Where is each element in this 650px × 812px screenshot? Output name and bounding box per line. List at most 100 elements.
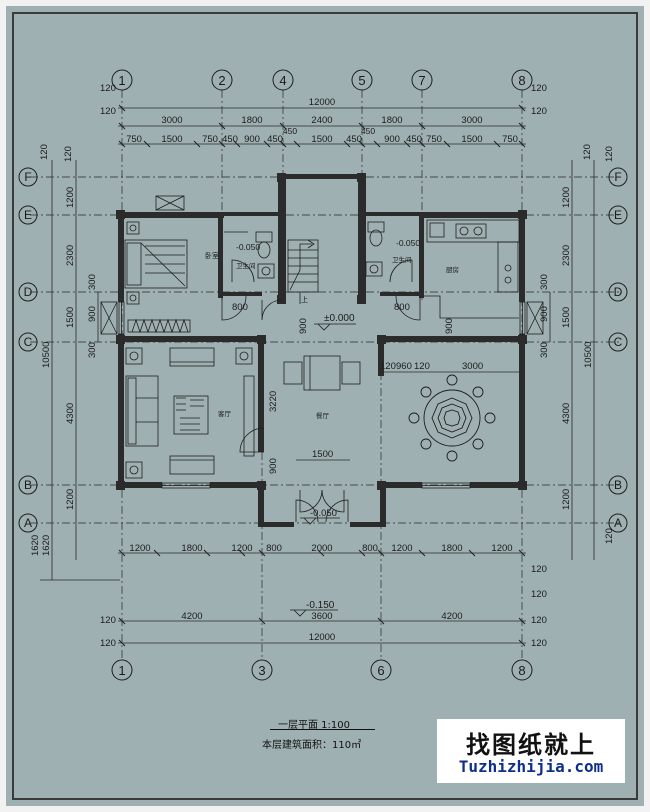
dim-text: 4300 [65,403,76,424]
axis-label-right: B [614,478,622,492]
dim-text: 1500 [311,134,332,145]
dining-table [408,374,496,462]
axis-label-bottom: 6 [377,663,384,678]
axis-label-left: A [24,516,32,530]
right-dimension-lines [549,160,595,560]
dim-text: 1800 [181,543,202,554]
level-label: -0.050 [396,238,420,248]
dim-text: 450 [267,134,283,145]
axis-label-left: F [24,170,31,184]
plan-title: 一层平面 1:100 [278,720,350,731]
dim-text: 450 [361,126,375,136]
dim-text: 900 [444,318,455,334]
bottom-dimension-text: 1200 1800 1200 800 2000 800 1200 1800 12… [100,543,547,649]
dim-text: 1620 [30,535,41,556]
dim-text: 1800 [241,115,262,126]
dim-text: 1200 [561,187,572,208]
entry-doors [299,489,345,525]
dim-text: 1500 [161,134,182,145]
walls [116,173,527,527]
dim-text: 120 [380,361,396,372]
axis-label-top: 4 [279,73,286,88]
dim-text: 900 [384,134,400,145]
dim-text: 800 [394,302,410,313]
dim-text: 120 [604,528,615,544]
axis-label-top: 7 [418,73,425,88]
dim-text: 1500 [312,449,333,460]
title-underline [270,729,375,730]
room-label-hall: 餐厅 [316,411,330,420]
dim-text: 1500 [561,307,572,328]
dim-text: 1200 [561,489,572,510]
dim-text: 900 [539,306,550,322]
dim-total-bottom: 12000 [309,632,335,643]
room-label-wc: 卫生间 [236,261,256,270]
bottom-dimension-lines [118,549,526,647]
axis-label-right: D [614,285,623,299]
left-dimension-text: 120 120 1200 2300 300 1500 300 4300 1200… [30,144,98,556]
room-label-bedroom: 卧室 [205,251,219,260]
dim-text: 120 [531,564,547,575]
dim-text: 900 [87,306,98,322]
dim-total-top: 12000 [309,97,335,108]
dim-text: 3220 [268,391,279,412]
dim-text: 120 [100,83,116,94]
right-dimension-text: 120 120 1200 2300 300 1500 300 4300 1200… [539,144,615,544]
dim-text: 1800 [381,115,402,126]
dim-text: 450 [346,134,362,145]
axis-label-left: C [24,335,33,349]
dim-text: 900 [268,458,279,474]
dim-text: 800 [232,302,248,313]
dim-text: 450 [222,134,238,145]
level-label: -0.150 [306,600,335,611]
top-dimension-text: 120 120 120 120 12000 3000 1800 2400 180… [100,83,547,145]
dim-text: 1200 [65,187,76,208]
axis-label-left: B [24,478,32,492]
dim-text: 120 [531,83,547,94]
axis-label-bottom: 8 [518,663,525,678]
dim-text: 1200 [65,489,76,510]
dim-text: 120 [100,106,116,117]
dim-text: 2300 [65,245,76,266]
axis-label-top: 5 [358,73,365,88]
dim-text: 1500 [461,134,482,145]
dim-text: 450 [406,134,422,145]
dim-text: 120 [582,144,593,160]
dim-text: 1500 [65,307,76,328]
dim-text: 120 [531,589,547,600]
living-room-furniture [125,347,255,479]
axis-label-top: 8 [518,73,525,88]
dim-text: 120 [100,615,116,626]
dim-text: 1200 [491,543,512,554]
dim-text: 750 [502,134,518,145]
left-dimension-lines [40,160,120,581]
level-marker-outside [290,609,338,617]
level-label: -0.050 [236,242,260,252]
axis-bubbles-bottom: 1 3 6 8 [111,659,533,681]
level-label: -0.050 [310,508,337,519]
dim-text: 900 [298,318,309,334]
dim-text: 3000 [462,361,483,372]
dim-text: 300 [539,274,550,290]
dim-text: 3000 [161,115,182,126]
dim-total-right: 10500 [583,342,594,368]
axis-label-left: D [24,285,33,299]
axis-label-bottom: 1 [118,663,125,678]
kitchen-fixtures [424,219,520,319]
dim-text: 120 [604,146,615,162]
dim-text: 800 [266,543,282,554]
top-dimension-lines [118,104,526,148]
room-label-kitchen: 厨房 [446,265,459,274]
dim-text: 1200 [391,543,412,554]
watermark-en: Tuzhizhijia.com [458,757,604,776]
watermark: 找图纸就上 Tuzhizhijia.com [437,719,625,783]
dim-text: 300 [539,342,550,358]
level-marker-main [314,323,356,331]
wc-left-fixtures [224,231,275,279]
axis-bubbles-top: 1 2 4 5 7 8 [111,69,533,91]
dim-text: 1620 [41,535,52,556]
dim-text: 120 [63,146,74,162]
drawing-border [12,12,638,800]
dim-text: 1200 [231,543,252,554]
